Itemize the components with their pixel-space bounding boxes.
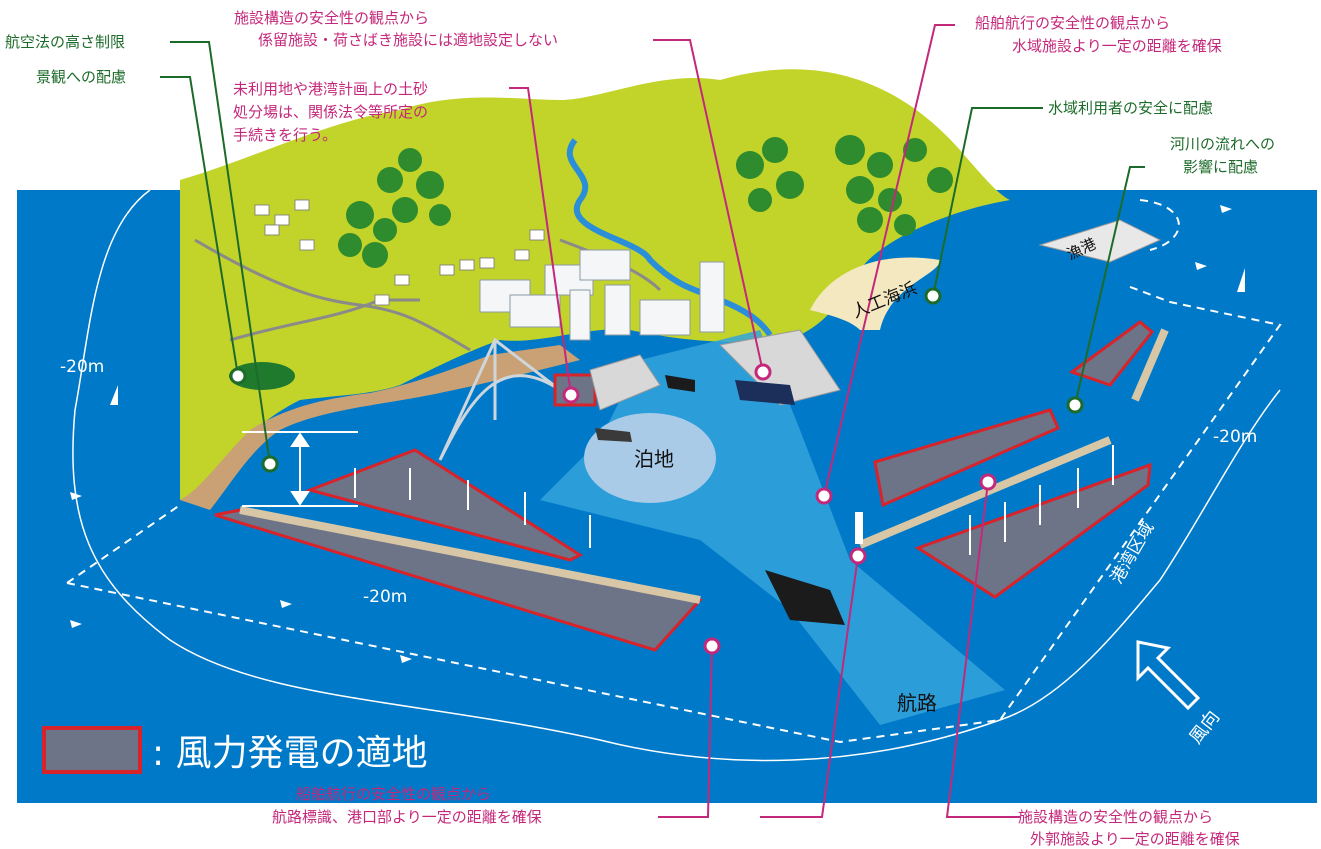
label-mooring-line2: 係留施設・荷さばき施設には適地設定しない [258,31,559,49]
label-unused-line3: 手続きを行う。 [233,126,338,144]
callout-dots [229,287,1084,655]
label-ship-water-line2: 水域施設より一定の距離を確保 [1012,37,1222,55]
label-breakwater-line2: 外郭施設より一定の距離を確保 [1030,830,1240,848]
label-landscape: 景観への配慮 [36,68,127,86]
depth-contour-right [999,389,1281,721]
label-river-line1: 河川の流れへの [1170,135,1276,153]
fairway-label: 航路 [897,691,937,715]
legend-swatch [42,726,142,774]
breakwater-east [1131,328,1169,402]
apartment-buildings [479,249,725,341]
label-ship-water-line1: 船舶航行の安全性の観点から [975,14,1171,32]
wind-turbines [354,445,1114,555]
depth-label-right: -20m [1213,427,1257,447]
label-route-markers-line2: 航路標識、港口部より一定の距離を確保 [272,808,542,826]
forest-right [736,135,953,236]
river [566,138,773,337]
label-unused-line1: 未利用地や港湾計画上の土砂 [233,80,429,98]
label-river-line2: 影響に配慮 [1183,158,1259,176]
height-limit-marker [242,431,358,507]
label-unused-line2: 処分場は、関係法令等所定の [233,103,429,121]
port-area-boundary [66,199,1282,744]
artificial-beach [810,257,940,330]
coastline [180,345,580,510]
wind-direction-arrow [1136,640,1201,711]
houses [254,199,545,306]
bridge [438,337,561,461]
lighthouse [855,512,863,544]
label-aviation-height: 航空法の高さ制限 [5,33,126,51]
label-mooring-line1: 施設構造の安全性の観点から [234,9,430,27]
label-breakwater-line1: 施設構造の安全性の観点から [1018,808,1214,826]
leader-lines-green [160,41,1145,465]
depth-label-bottom: -20m [363,587,407,607]
label-route-markers-line1: 船舶航行の安全性の観点から [296,785,492,803]
breakwater-right [858,436,1112,549]
anchorage-label: 泊地 [634,447,674,471]
viewpoint-area [229,362,295,390]
forest-left [338,148,451,268]
ships [595,375,845,625]
label-water-users: 水域利用者の安全に配慮 [1048,99,1214,117]
depth-contour-left [72,189,1001,762]
depth-label-left: -20m [60,357,104,377]
fishing-port [1038,219,1162,263]
small-boats [70,205,1245,663]
legend-label: : 風力発電の適地 [152,733,428,774]
leader-lines-pink [509,24,1020,818]
breakwater-left [239,506,701,604]
